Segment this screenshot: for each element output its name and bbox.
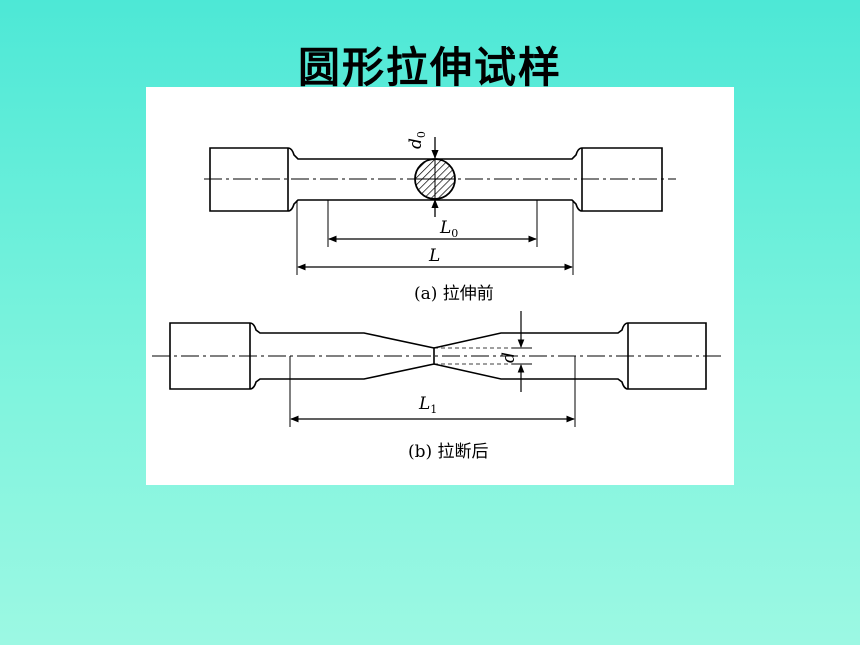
specimen-before-outline: [209, 147, 663, 212]
label-d: d: [499, 352, 519, 363]
label-L0: L0: [439, 218, 458, 240]
label-L: L: [428, 246, 440, 266]
specimen-figure: d0 L0 L (a) 拉伸前 d: [146, 87, 734, 485]
caption-before: (a) 拉伸前: [414, 284, 494, 304]
caption-after: (b) 拉断后: [408, 442, 489, 462]
slide-title: 圆形拉伸试样: [297, 43, 562, 92]
label-L1: L1: [418, 394, 437, 416]
label-d0: d0: [406, 131, 428, 149]
specimen-drawing: d0 L0 L (a) 拉伸前 d: [152, 131, 724, 462]
